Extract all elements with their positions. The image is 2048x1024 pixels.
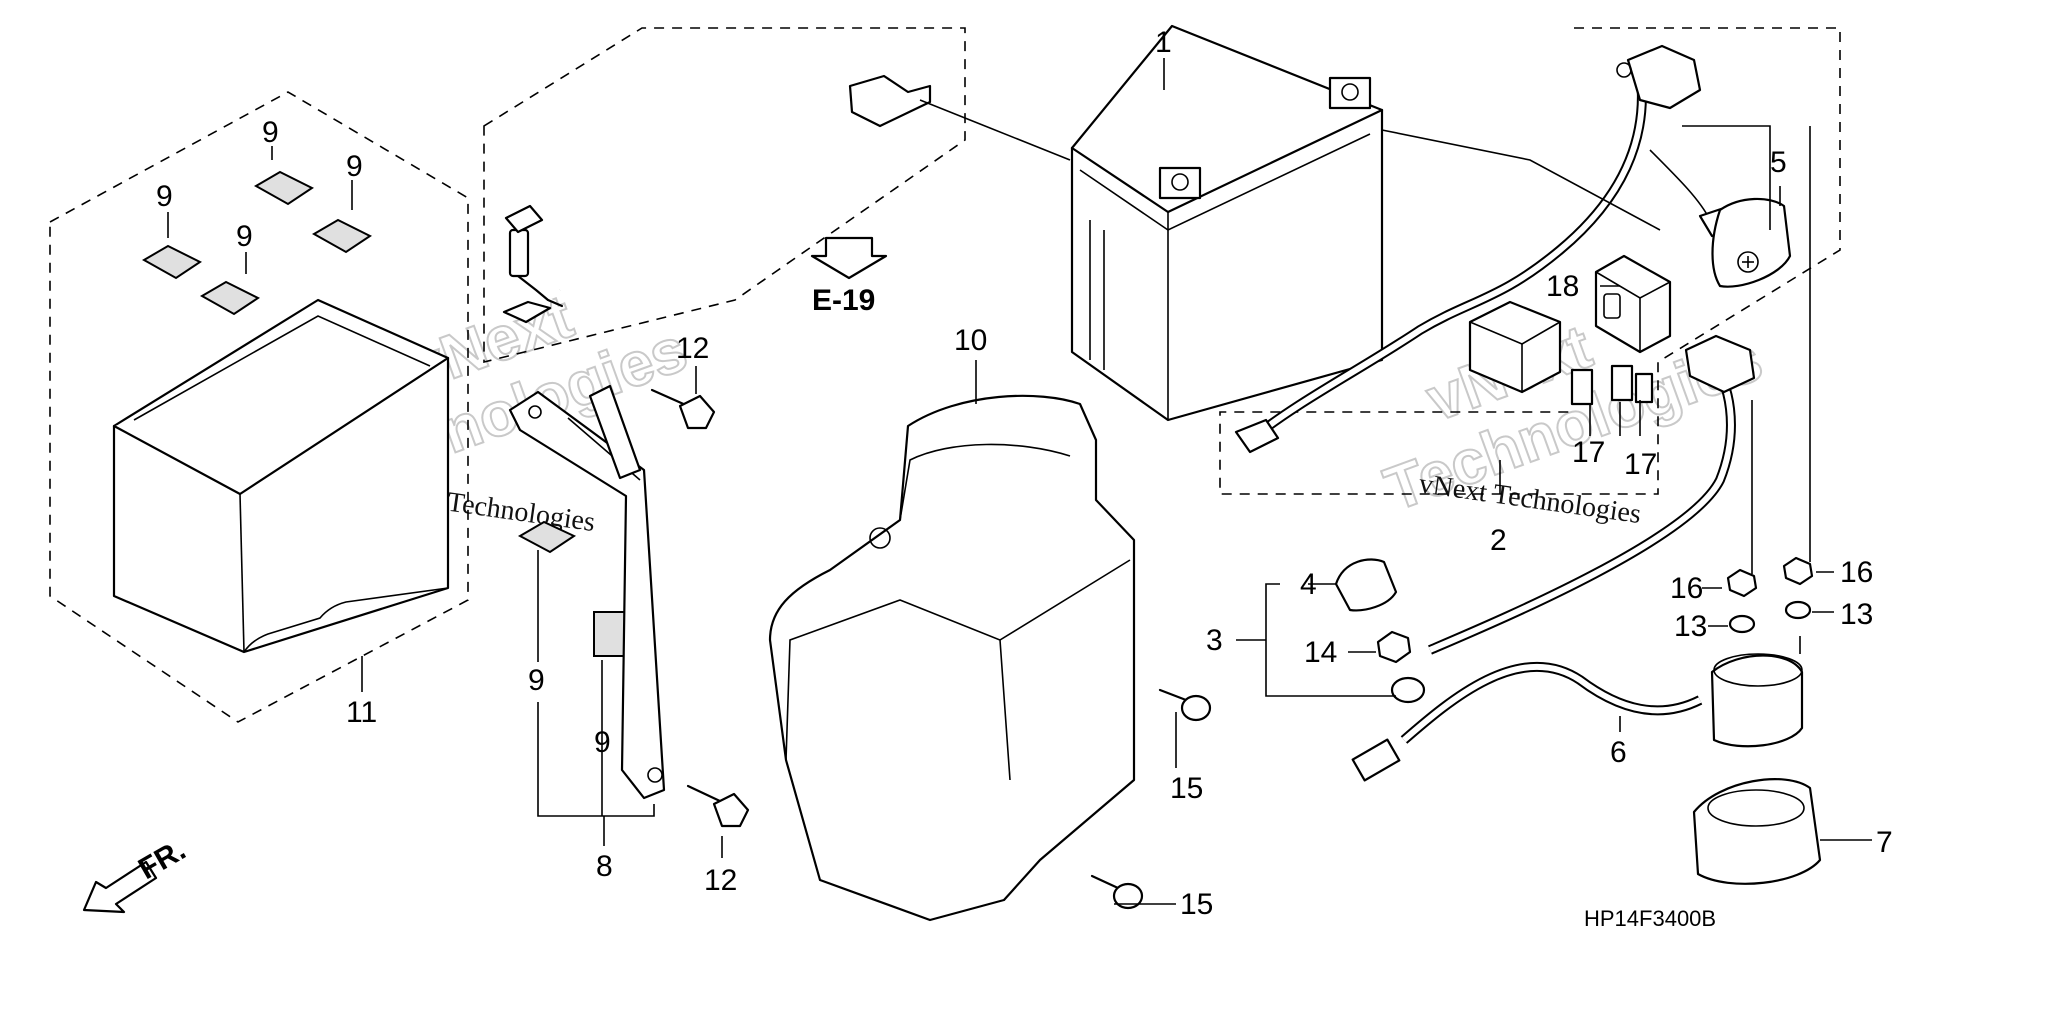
rubber-pads bbox=[141, 170, 629, 657]
washer-13-left bbox=[1728, 614, 1756, 634]
watermark-text-right: vNext Technologies bbox=[1417, 468, 1643, 530]
rubber-pad-5 bbox=[517, 520, 577, 554]
rubber-pad-1 bbox=[141, 244, 202, 280]
starter-cable bbox=[1390, 334, 1756, 704]
battery-box-group-outline bbox=[49, 91, 469, 723]
leader-lines bbox=[167, 58, 1872, 905]
negative-cable-group-outline bbox=[483, 27, 966, 364]
callout-11: 11 bbox=[346, 696, 377, 729]
screw-upper bbox=[1158, 688, 1212, 722]
callout-6: 6 bbox=[1610, 736, 1627, 769]
bolt-lower bbox=[686, 784, 750, 828]
nut-16-right bbox=[1782, 556, 1814, 586]
callout-13-b: 13 bbox=[1840, 598, 1873, 631]
positive-terminal-boot bbox=[1334, 558, 1398, 612]
harness-group-outline bbox=[1219, 27, 1841, 495]
callout-10: 10 bbox=[954, 324, 987, 357]
callout-3: 3 bbox=[1206, 624, 1223, 657]
reference-page-label: E-19 bbox=[812, 284, 875, 317]
callout-1: 1 bbox=[1155, 26, 1172, 59]
rubber-pad-2 bbox=[253, 170, 314, 206]
relay-cover bbox=[1692, 778, 1822, 885]
callout-18: 18 bbox=[1546, 270, 1579, 303]
starter-relay bbox=[1594, 254, 1672, 354]
rubber-pad-3 bbox=[311, 218, 372, 254]
harness-connector bbox=[1468, 300, 1562, 394]
nut-16-left bbox=[1726, 568, 1758, 598]
fuse-2 bbox=[1610, 364, 1634, 402]
callout-9-e: 9 bbox=[528, 664, 545, 697]
battery-stay bbox=[508, 384, 666, 800]
bolt-upper bbox=[650, 388, 716, 430]
fuse-3 bbox=[1634, 372, 1654, 404]
callout-labels: 1 2 3 4 5 6 7 8 9 9 9 9 9 9 10 11 12 12 … bbox=[156, 26, 1893, 921]
callout-17-a: 17 bbox=[1572, 436, 1605, 469]
callout-9-b: 9 bbox=[262, 116, 279, 149]
callout-8: 8 bbox=[596, 850, 613, 883]
callout-12-b: 12 bbox=[704, 864, 737, 897]
rubber-pad-6 bbox=[593, 611, 629, 657]
drawing-code: HP14F3400B bbox=[1584, 906, 1716, 931]
battery-box bbox=[112, 298, 450, 654]
rubber-pad-4 bbox=[199, 280, 260, 316]
battery-cover bbox=[768, 394, 1136, 922]
battery bbox=[1070, 24, 1384, 422]
callout-9-f: 9 bbox=[594, 726, 611, 759]
callout-4: 4 bbox=[1300, 568, 1317, 601]
callout-9-d: 9 bbox=[236, 220, 253, 253]
washer-13-right bbox=[1784, 600, 1812, 620]
callout-12-a: 12 bbox=[676, 332, 709, 365]
callout-15-a: 15 bbox=[1170, 772, 1203, 805]
main-harness bbox=[1234, 44, 1742, 454]
terminal-cover bbox=[1711, 197, 1792, 288]
starter-relay-switch bbox=[1351, 636, 1804, 782]
reference-arrow: E-19 bbox=[810, 236, 888, 317]
nut-14 bbox=[1376, 630, 1412, 664]
callout-14: 14 bbox=[1304, 636, 1337, 669]
callout-9-c: 9 bbox=[346, 150, 363, 183]
callout-17-b: 17 bbox=[1624, 448, 1657, 481]
fuse-1 bbox=[1570, 368, 1594, 406]
front-arrow: FR. bbox=[82, 833, 191, 914]
fuses bbox=[1570, 364, 1654, 406]
screw-lower bbox=[1090, 874, 1144, 910]
callout-15-b: 15 bbox=[1180, 888, 1213, 921]
callout-16-b: 16 bbox=[1840, 556, 1873, 589]
callout-16-a: 16 bbox=[1670, 572, 1703, 605]
callout-9-a: 9 bbox=[156, 180, 173, 213]
callout-13-a: 13 bbox=[1674, 610, 1707, 643]
negative-cable bbox=[502, 57, 932, 324]
callout-7: 7 bbox=[1876, 826, 1893, 859]
callout-5: 5 bbox=[1770, 146, 1787, 179]
callout-2: 2 bbox=[1490, 524, 1507, 557]
